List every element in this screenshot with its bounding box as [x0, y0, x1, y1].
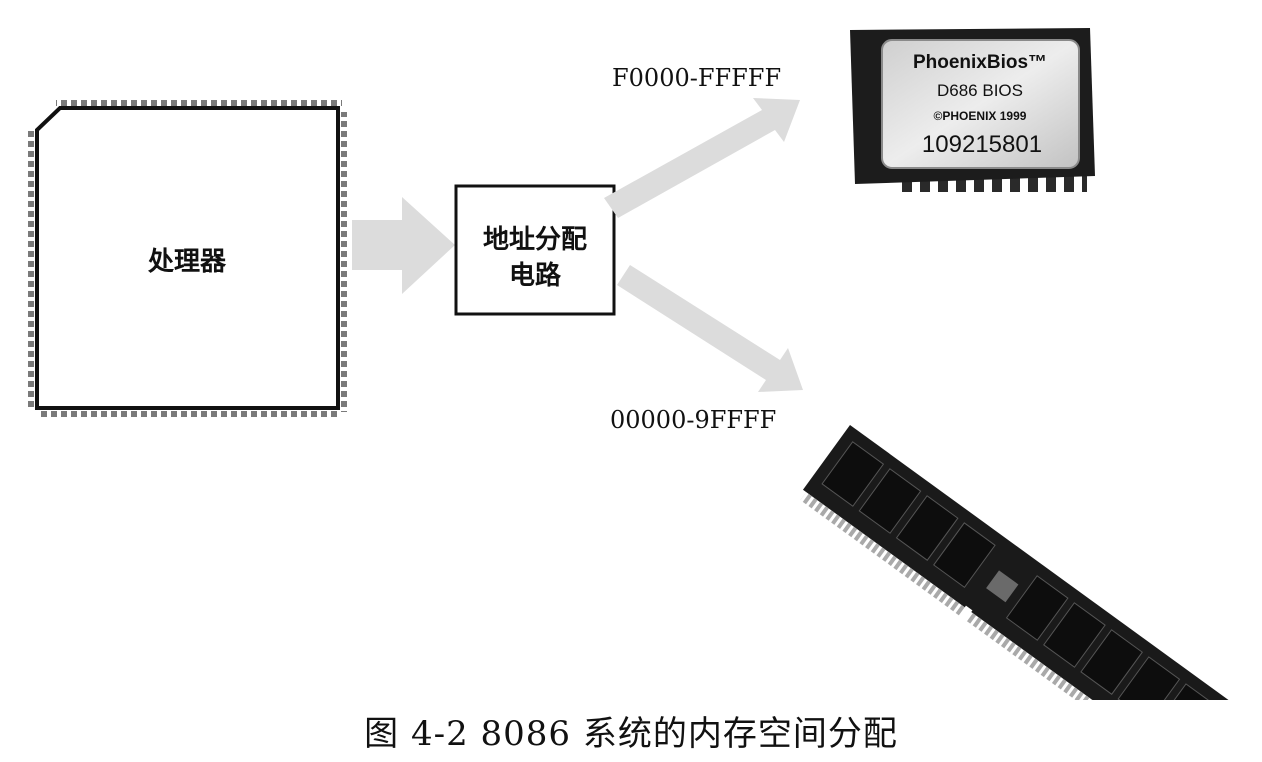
- processor-label: 处理器: [147, 247, 227, 277]
- ram-edge-connector: [800, 492, 1180, 700]
- ram-chips: [821, 441, 1218, 700]
- rom-address-range: F0000-FFFFF: [612, 64, 781, 92]
- ram-chip: [821, 441, 885, 507]
- bios-brand: PhoenixBios™: [913, 52, 1047, 73]
- bios-model: D686 BIOS: [937, 81, 1023, 100]
- ram-address-range: 00000-9FFFF: [610, 406, 776, 434]
- processor-pins-bottom: [40, 411, 340, 417]
- arrow-decoder-to-rom: [604, 98, 800, 218]
- processor-pins-right: [341, 112, 347, 412]
- bios-rom-chip: PhoenixBios™ D686 BIOS ©PHOENIX 1999 109…: [850, 28, 1095, 192]
- processor-pins-left: [28, 128, 34, 410]
- ram-spd-chip: [986, 570, 1019, 603]
- ram-chip: [895, 495, 959, 561]
- decoder-label-line1: 地址分配: [483, 225, 587, 255]
- ram-pcb: [802, 425, 1231, 700]
- decoder-label-line2: 电路: [509, 260, 562, 291]
- ram-chip: [1005, 575, 1069, 641]
- processor-pins-top: [56, 100, 342, 106]
- arrow-processor-to-decoder: [352, 197, 455, 294]
- decoder-box: [454, 184, 616, 316]
- memory-map-diagram: 处理器 地址分配 电路 F0000-FFFFF 00000-9FFFF Phoe…: [28, 28, 1231, 700]
- bios-copyright: ©PHOENIX 1999: [934, 109, 1027, 123]
- ram-chip: [1080, 629, 1143, 695]
- arrow-decoder-to-ram: [617, 265, 803, 392]
- bios-serial: 109215801: [922, 131, 1042, 158]
- ram-chip: [1154, 683, 1218, 700]
- ram-notch: [957, 605, 973, 622]
- bios-chip-label: [881, 39, 1080, 169]
- ram-chip: [858, 468, 922, 534]
- ram-chip: [1043, 602, 1106, 668]
- figure-caption: 图 4-2 8086 系统的内存空间分配: [364, 714, 898, 754]
- ram-chip: [933, 522, 996, 588]
- processor-chip: 处理器: [28, 100, 347, 417]
- ram-module: [800, 425, 1231, 700]
- processor-body: [35, 106, 340, 410]
- ram-chip: [1117, 656, 1181, 700]
- address-decoder: 地址分配 电路: [454, 184, 616, 316]
